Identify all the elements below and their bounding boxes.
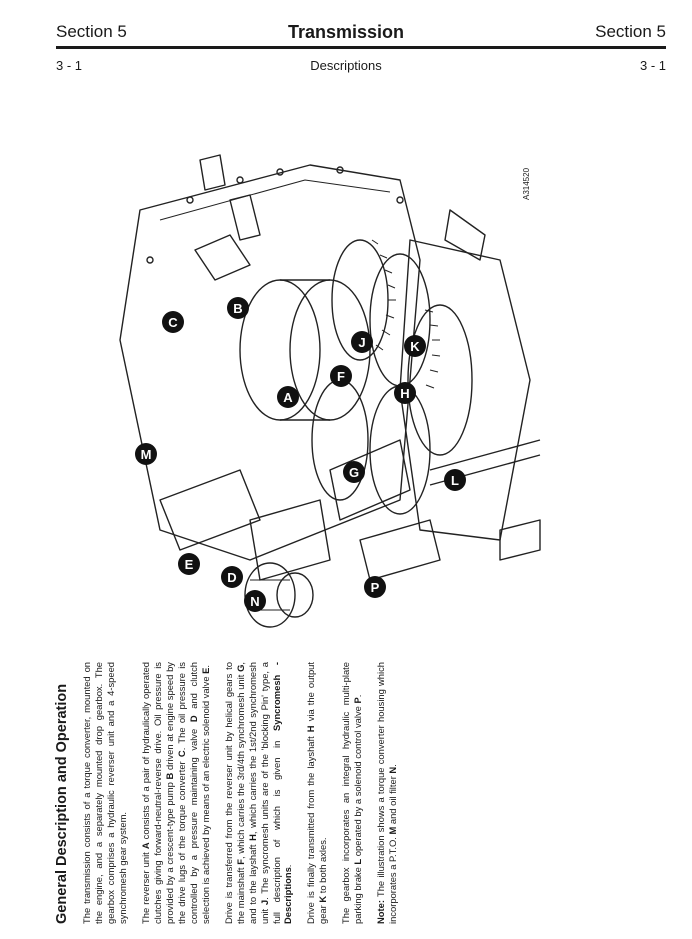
callout-k: K (404, 335, 426, 357)
svg-text:L: L (451, 473, 459, 488)
section-heading: General Description and Operation (54, 683, 70, 924)
callout-h: H (394, 382, 416, 404)
paragraph-drive: Drive is transferred from the reverser u… (222, 661, 294, 924)
page-title: Transmission (287, 22, 405, 42)
callout-f: F (330, 365, 352, 387)
callout-c: C (162, 311, 184, 333)
page-number-right: 3 - 1 (639, 58, 666, 73)
header-rule (56, 46, 666, 49)
transmission-illustration: C B J K F A H M G L E D N P (119, 154, 541, 628)
callout-g: G (343, 461, 365, 483)
svg-text:M: M (141, 447, 152, 462)
svg-text:E: E (185, 557, 194, 572)
callout-l: L (444, 469, 466, 491)
callout-m: M (135, 443, 157, 465)
callout-e: E (178, 553, 200, 575)
paragraph-output: Drive is finally transmitted from the la… (305, 662, 329, 924)
section-label-right: Section 5 (595, 22, 666, 41)
callout-n: N (244, 590, 266, 612)
svg-text:K: K (410, 339, 420, 354)
paragraph-intro: The transmission consists of a torque co… (81, 662, 129, 924)
svg-text:F: F (337, 369, 345, 384)
svg-text:A: A (283, 390, 293, 405)
page-subtitle: Descriptions (310, 58, 382, 73)
callout-d: D (221, 566, 243, 588)
svg-text:H: H (400, 386, 409, 401)
figure-code: A314520 (522, 167, 531, 200)
svg-text:N: N (250, 594, 259, 609)
svg-text:C: C (168, 315, 178, 330)
callout-a: A (277, 386, 299, 408)
description-text-column: General Description and Operation The tr… (54, 662, 410, 924)
svg-text:P: P (371, 580, 380, 595)
svg-text:J: J (358, 335, 365, 350)
callout-j: J (351, 331, 373, 353)
callout-b: B (227, 297, 249, 319)
page-number-left: 3 - 1 (56, 58, 83, 73)
paragraph-note: Note: The illustration shows a torque co… (375, 662, 399, 924)
svg-text:B: B (233, 301, 242, 316)
svg-text:D: D (227, 570, 236, 585)
callout-p: P (364, 576, 386, 598)
section-label-left: Section 5 (56, 22, 127, 41)
svg-text:G: G (349, 465, 359, 480)
paragraph-brake: The gearbox incorporates an integral hyd… (340, 662, 364, 924)
paragraph-reverser: The reverser unit A consists of a pair o… (140, 661, 211, 924)
